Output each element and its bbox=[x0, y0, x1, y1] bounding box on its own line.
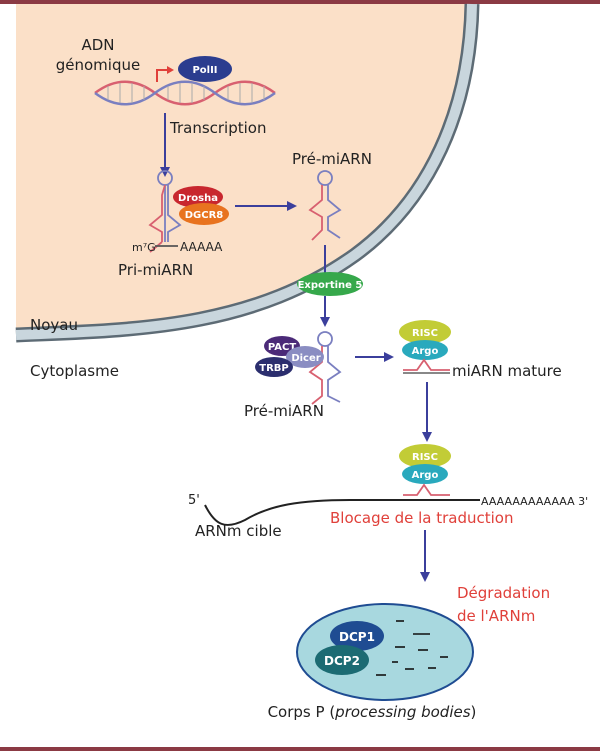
dna-helix bbox=[94, 80, 276, 106]
target-mrna-label: ARNm cible bbox=[195, 522, 282, 540]
transcription-label: Transcription bbox=[169, 119, 266, 137]
trbp-label: TRBP bbox=[259, 363, 288, 374]
argo-protein-1 bbox=[402, 340, 448, 360]
polii-label: PolII bbox=[192, 65, 217, 76]
drosha-protein bbox=[173, 186, 223, 208]
risc-complex-2 bbox=[399, 444, 451, 468]
cytoplasm-compartment-label: Cytoplasme bbox=[30, 362, 119, 380]
risc-label-2: RISC bbox=[412, 452, 438, 463]
pre-mirna-nucleus-label: Pré-miARN bbox=[292, 150, 372, 168]
dcp1-label: DCP1 bbox=[339, 630, 375, 644]
polya-label: AAAAA bbox=[180, 240, 223, 254]
dcp2-protein bbox=[315, 645, 369, 675]
dcp1-protein bbox=[330, 621, 384, 651]
argo-label-1: Argo bbox=[412, 346, 439, 357]
pact-label: PACT bbox=[268, 342, 296, 353]
dna-label-2: génomique bbox=[56, 56, 140, 74]
pre-mirna-hairpin-nucleus bbox=[308, 170, 342, 241]
dicer-protein bbox=[286, 346, 324, 368]
top-border bbox=[0, 0, 600, 4]
pri-mirna-hairpin bbox=[148, 170, 182, 253]
dgcr8-protein bbox=[179, 203, 229, 225]
mature-mirna-duplex bbox=[403, 358, 450, 374]
exportin-label: Exportine 5 bbox=[298, 280, 363, 291]
pbody-caption-main: Corps P ( bbox=[268, 703, 336, 721]
nuclear-envelope-inner bbox=[15, 3, 477, 340]
argo-label-2: Argo bbox=[412, 470, 439, 481]
risc-complex-1 bbox=[399, 320, 451, 344]
target-mrna-strand bbox=[204, 499, 480, 526]
polii-complex bbox=[178, 56, 232, 82]
transcription-start-arrow bbox=[156, 69, 167, 82]
bottom-border bbox=[0, 747, 600, 751]
risc-label-1: RISC bbox=[412, 328, 438, 339]
degradation-label-1: Dégradation bbox=[457, 584, 550, 602]
dcp2-label: DCP2 bbox=[324, 654, 360, 668]
pbody-caption-italic: processing bodies bbox=[334, 703, 471, 721]
trbp-protein bbox=[255, 357, 293, 377]
dna-label-1: ADN bbox=[81, 36, 114, 54]
pre-mirna-cytoplasm-label: Pré-miARN bbox=[244, 402, 324, 420]
nucleus-compartment-label: Noyau bbox=[30, 316, 78, 334]
pbody-caption: Corps P (processing bodies) bbox=[268, 703, 477, 721]
target-tail-label: AAAAAAAAAAAA 3' bbox=[481, 495, 588, 508]
argo-protein-2 bbox=[402, 464, 448, 484]
transcription-start-arrowhead bbox=[167, 66, 174, 74]
pre-mirna-hairpin-cytoplasm bbox=[308, 331, 342, 405]
mature-mirna-label: miARN mature bbox=[452, 362, 562, 380]
exportin-5 bbox=[297, 272, 363, 296]
blocking-label: Blocage de la traduction bbox=[330, 509, 514, 527]
bound-mirna bbox=[403, 483, 450, 496]
pbody-caption-close: ) bbox=[471, 703, 477, 721]
five-prime-label: 5' bbox=[188, 493, 200, 508]
cap-label: m⁷G bbox=[132, 241, 156, 254]
degradation-label-2: de l'ARNm bbox=[457, 607, 535, 625]
mrna-fragments bbox=[376, 620, 448, 676]
dgcr8-label: DGCR8 bbox=[185, 210, 224, 221]
dicer-label: Dicer bbox=[291, 353, 320, 364]
pri-mirna-label: Pri-miARN bbox=[118, 261, 193, 279]
drosha-label: Drosha bbox=[178, 193, 218, 204]
